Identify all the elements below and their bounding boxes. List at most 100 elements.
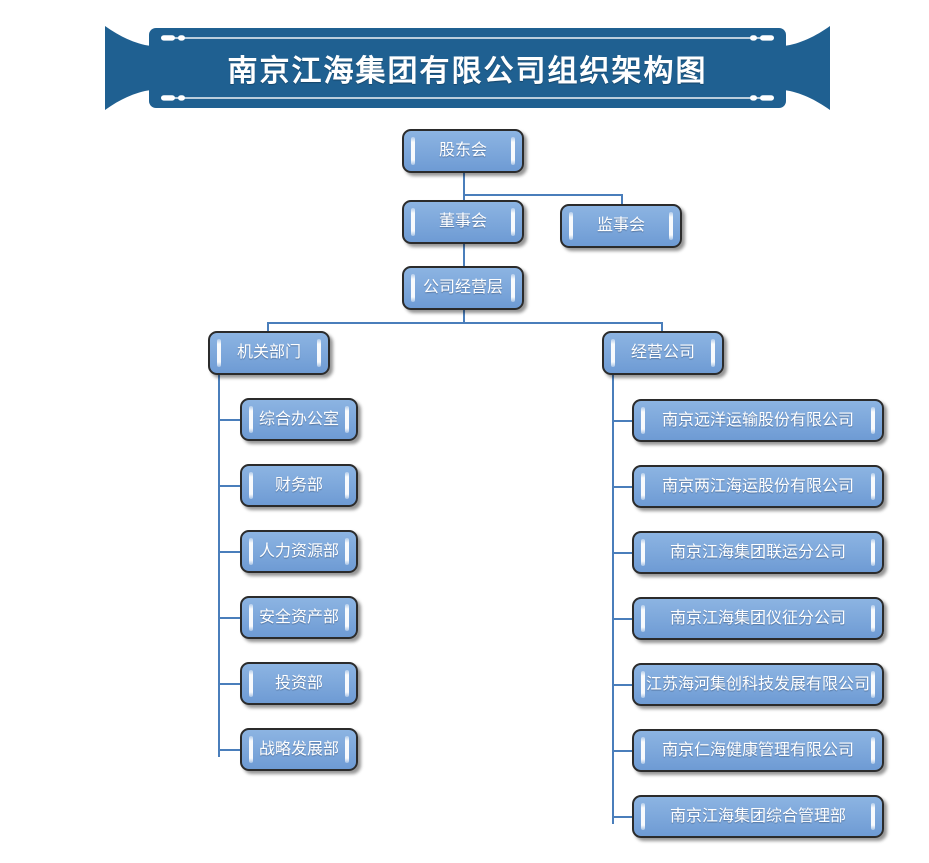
connector-stub-c3 xyxy=(612,552,634,554)
highlight-strip-left-icon xyxy=(411,137,415,165)
highlight-strip-right-icon xyxy=(345,670,349,697)
highlight-strip-left-icon xyxy=(641,605,645,632)
highlight-strip-right-icon xyxy=(669,212,673,240)
connector-stub-d3 xyxy=(218,551,240,553)
highlight-strip-left-icon xyxy=(249,538,253,565)
node-label: 安全资产部 xyxy=(258,608,339,626)
highlight-strip-left-icon xyxy=(411,208,415,236)
connector-stub-d2 xyxy=(218,485,240,487)
highlight-strip-right-icon xyxy=(871,539,875,566)
node-board[interactable]: 董事会 xyxy=(402,200,524,244)
highlight-strip-right-icon xyxy=(345,604,349,631)
node-company-yizheng-branch[interactable]: 南京江海集团仪征分公司 xyxy=(632,597,884,640)
connector-stub-c1 xyxy=(612,420,634,422)
highlight-strip-left-icon xyxy=(217,339,221,367)
node-company-ocean-shipping[interactable]: 南京远洋运输股份有限公司 xyxy=(632,399,884,442)
connector-stub-d1 xyxy=(218,419,240,421)
connector-spine-companies xyxy=(612,372,614,824)
connector-down-depts xyxy=(267,322,269,332)
node-label: 南京远洋运输股份有限公司 xyxy=(661,411,854,429)
highlight-strip-right-icon xyxy=(871,605,875,632)
connector-bus-supervisors xyxy=(463,194,623,196)
node-label: 财务部 xyxy=(274,476,323,494)
connector-down-board xyxy=(463,194,465,204)
node-management[interactable]: 公司经营层 xyxy=(402,266,524,310)
node-label: 董事会 xyxy=(438,213,487,230)
highlight-strip-left-icon xyxy=(641,473,645,500)
highlight-strip-left-icon xyxy=(641,803,645,830)
highlight-strip-right-icon xyxy=(511,274,515,302)
node-hr-dept[interactable]: 人力资源部 xyxy=(240,530,358,573)
highlight-strip-left-icon xyxy=(641,737,645,764)
highlight-strip-right-icon xyxy=(345,736,349,763)
node-label: 综合办公室 xyxy=(258,410,339,428)
highlight-strip-left-icon xyxy=(249,670,253,697)
node-supervisors[interactable]: 监事会 xyxy=(560,204,682,248)
highlight-strip-right-icon xyxy=(345,538,349,565)
highlight-strip-right-icon xyxy=(871,803,875,830)
title-banner: 南京江海集团有限公司组织架构图 xyxy=(105,20,830,116)
node-label: 机关部门 xyxy=(236,344,301,361)
page-title: 南京江海集团有限公司组织架构图 xyxy=(227,55,708,88)
node-company-intermodal-branch[interactable]: 南京江海集团联运分公司 xyxy=(632,531,884,574)
title-ribbon-shape xyxy=(105,26,830,110)
highlight-strip-left-icon xyxy=(641,407,645,434)
connector-stub-c7 xyxy=(612,816,634,818)
highlight-strip-left-icon xyxy=(569,212,573,240)
node-label: 股东会 xyxy=(438,142,487,159)
node-label: 人力资源部 xyxy=(258,542,339,560)
highlight-strip-right-icon xyxy=(871,473,875,500)
connector-stub-c4 xyxy=(612,618,634,620)
connector-down-companies xyxy=(661,322,663,332)
highlight-strip-left-icon xyxy=(611,339,615,367)
node-companies[interactable]: 经营公司 xyxy=(602,331,724,375)
node-depts[interactable]: 机关部门 xyxy=(208,331,330,375)
connector-stub-c2 xyxy=(612,486,634,488)
node-label: 经营公司 xyxy=(630,344,695,361)
connector-stub-d4 xyxy=(218,617,240,619)
highlight-strip-right-icon xyxy=(511,208,515,236)
connector-stub-d6 xyxy=(218,749,240,751)
highlight-strip-left-icon xyxy=(249,604,253,631)
connector-shareholders-down xyxy=(463,173,465,195)
connector-down-supervisors xyxy=(621,194,623,204)
node-label: 公司经营层 xyxy=(422,279,503,296)
highlight-strip-right-icon xyxy=(871,407,875,434)
connector-bus-level3 xyxy=(267,322,663,324)
highlight-strip-right-icon xyxy=(345,406,349,433)
highlight-strip-right-icon xyxy=(345,472,349,499)
highlight-strip-left-icon xyxy=(641,671,645,698)
node-company-haihe-jichuang-tech[interactable]: 江苏海河集创科技发展有限公司 xyxy=(632,663,884,706)
node-company-renhai-health[interactable]: 南京仁海健康管理有限公司 xyxy=(632,729,884,772)
node-label: 南京仁海健康管理有限公司 xyxy=(661,741,854,759)
highlight-strip-left-icon xyxy=(411,274,415,302)
connector-management-down xyxy=(463,306,465,323)
node-strategy-dept[interactable]: 战略发展部 xyxy=(240,728,358,771)
node-investment-dept[interactable]: 投资部 xyxy=(240,662,358,705)
node-label: 南京江海集团仪征分公司 xyxy=(669,609,846,627)
highlight-strip-left-icon xyxy=(249,472,253,499)
connector-stub-d5 xyxy=(218,683,240,685)
highlight-strip-left-icon xyxy=(249,406,253,433)
node-shareholders[interactable]: 股东会 xyxy=(402,129,524,173)
connector-stub-c6 xyxy=(612,750,634,752)
node-label: 战略发展部 xyxy=(258,740,339,758)
highlight-strip-right-icon xyxy=(871,671,875,698)
node-company-comprehensive-mgmt[interactable]: 南京江海集团综合管理部 xyxy=(632,795,884,838)
connector-stub-c5 xyxy=(612,684,634,686)
node-label: 江苏海河集创科技发展有限公司 xyxy=(645,675,870,693)
connector-spine-depts xyxy=(218,372,220,757)
node-label: 南京江海集团联运分公司 xyxy=(669,543,846,561)
node-label: 投资部 xyxy=(274,674,323,692)
node-safety-assets-dept[interactable]: 安全资产部 xyxy=(240,596,358,639)
connector-board-management xyxy=(463,244,465,266)
highlight-strip-right-icon xyxy=(317,339,321,367)
node-label: 南京两江海运股份有限公司 xyxy=(661,477,854,495)
highlight-strip-left-icon xyxy=(641,539,645,566)
highlight-strip-left-icon xyxy=(249,736,253,763)
node-general-office[interactable]: 综合办公室 xyxy=(240,398,358,441)
node-finance-dept[interactable]: 财务部 xyxy=(240,464,358,507)
node-label: 监事会 xyxy=(596,217,645,234)
node-company-liangjiang-shipping[interactable]: 南京两江海运股份有限公司 xyxy=(632,465,884,508)
